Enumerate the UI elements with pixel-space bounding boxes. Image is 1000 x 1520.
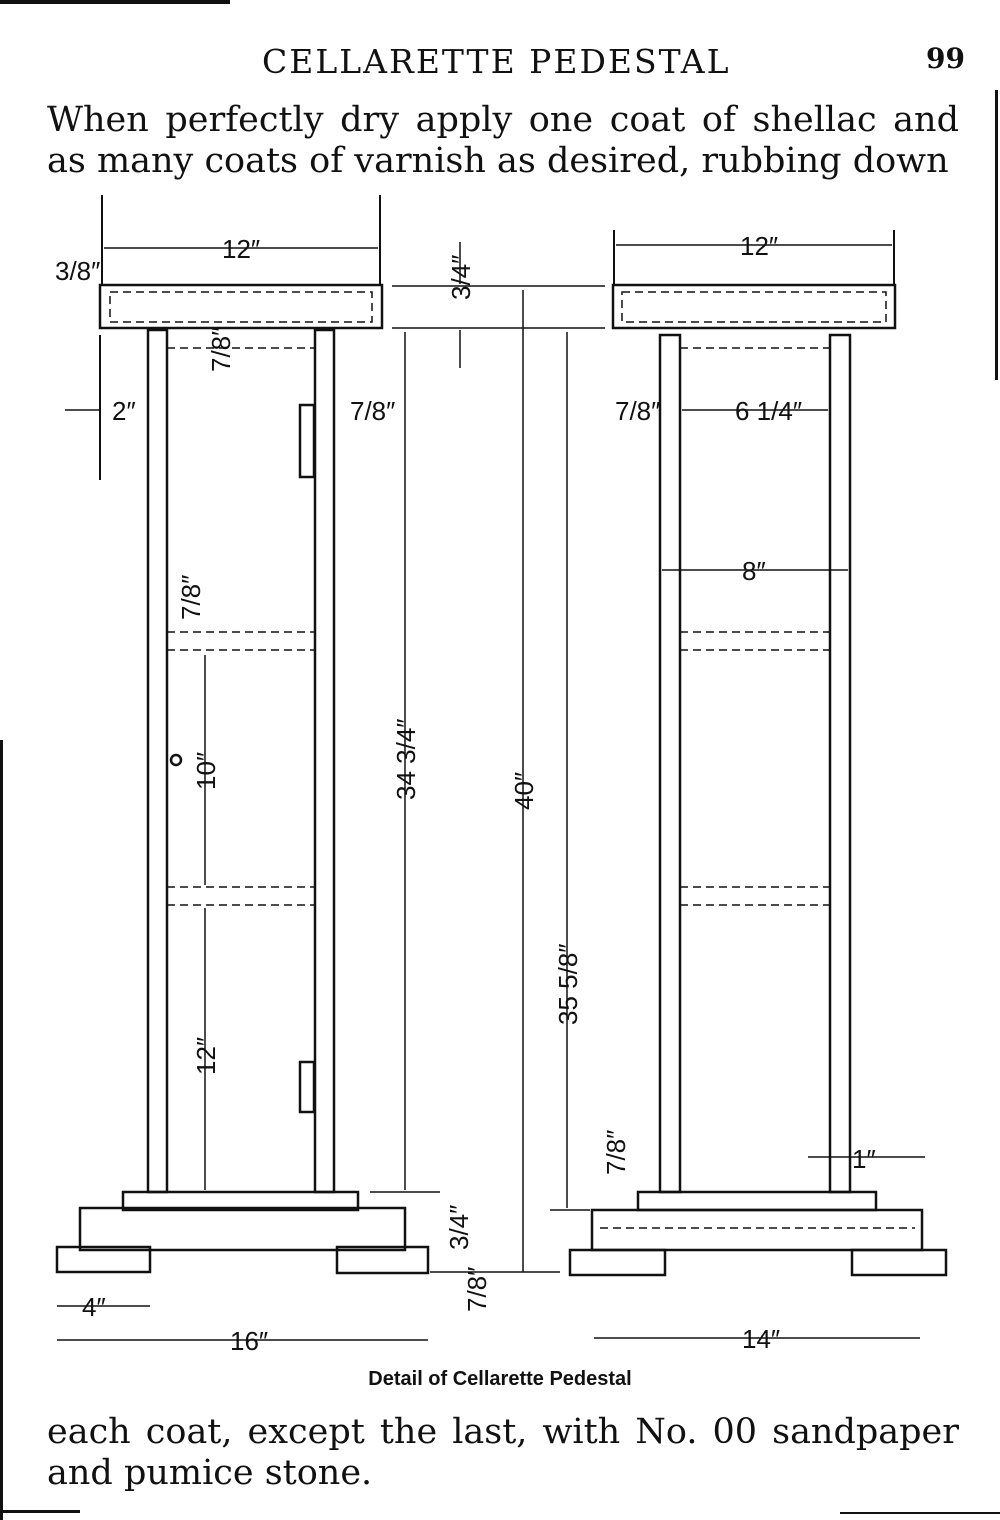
dim-right-leg-thickness: 7/8″ bbox=[615, 396, 660, 426]
left-foot bbox=[55, 1245, 152, 1274]
right-foot bbox=[850, 1248, 948, 1277]
dim-shelf-spacing-lower: 12″ bbox=[191, 1037, 221, 1075]
dim-inner-width: 6 1/4″ bbox=[735, 396, 802, 426]
dim-left-top-width: 12″ bbox=[222, 234, 260, 264]
dim-inner-height: 35 5/8″ bbox=[553, 944, 583, 1026]
dim-rail: 7/8″ bbox=[206, 327, 236, 372]
right-plinth bbox=[636, 1190, 878, 1212]
left-view bbox=[55, 195, 430, 1341]
right-leg-right bbox=[828, 333, 852, 1194]
center-dimensions bbox=[370, 242, 605, 1273]
right-view bbox=[568, 230, 948, 1339]
dim-plinth-thickness: 7/8″ bbox=[601, 1130, 631, 1175]
figure-caption: Detail of Cellarette Pedestal bbox=[368, 1368, 632, 1390]
dim-left-base-width: 16″ bbox=[230, 1326, 268, 1356]
dim-leg-offset: 2″ bbox=[112, 396, 136, 426]
dim-leg-thickness: 7/8″ bbox=[350, 396, 395, 426]
page-border-left bbox=[0, 740, 3, 1520]
left-plinth bbox=[121, 1190, 360, 1212]
paragraph-bottom: each coat, except the last, with No. 00 … bbox=[47, 1412, 959, 1493]
left-top-board bbox=[98, 283, 384, 330]
dim-base-thickness: 3/4″ bbox=[444, 1205, 474, 1250]
page-number: 99 bbox=[926, 42, 965, 75]
right-top-board bbox=[611, 283, 897, 330]
dim-foot-width: 4″ bbox=[82, 1292, 106, 1322]
hinge-icon bbox=[298, 1060, 316, 1114]
dim-outer-width: 8″ bbox=[742, 556, 766, 586]
page-border-bottom-right bbox=[840, 1512, 1000, 1514]
keyhole-icon bbox=[169, 753, 183, 767]
dim-center-top-thickness: 3/4″ bbox=[446, 255, 476, 300]
right-base-board bbox=[590, 1208, 924, 1252]
right-leg-left bbox=[658, 333, 682, 1194]
page-border-bottom-left bbox=[0, 1510, 80, 1513]
right-foot bbox=[568, 1248, 667, 1277]
page-border-top bbox=[0, 0, 230, 4]
dim-inset: 1″ bbox=[852, 1144, 876, 1174]
dim-foot-height: 7/8″ bbox=[462, 1267, 492, 1312]
dim-right-top-width: 12″ bbox=[740, 231, 778, 261]
page-border-right bbox=[995, 90, 998, 380]
left-leg-back bbox=[313, 328, 336, 1194]
hinge-icon bbox=[298, 403, 316, 479]
dim-left-top-thickness: 3/8″ bbox=[55, 256, 100, 286]
left-leg-front bbox=[146, 328, 169, 1194]
dim-overall-height: 40″ bbox=[509, 772, 539, 810]
left-base-board bbox=[78, 1206, 407, 1252]
left-foot bbox=[335, 1245, 430, 1275]
dim-leg-height: 34 3/4″ bbox=[391, 719, 421, 801]
dim-shelf-spacing-upper: 10″ bbox=[191, 752, 221, 790]
running-header: CELLARETTE PEDESTAL bbox=[262, 42, 731, 81]
paragraph-top: When perfectly dry apply one coat of she… bbox=[47, 100, 959, 181]
dim-right-base-width: 14″ bbox=[742, 1324, 780, 1354]
left-top-hidden bbox=[109, 291, 373, 323]
dim-shelf-thickness: 7/8″ bbox=[176, 575, 206, 620]
right-top-hidden bbox=[621, 291, 887, 323]
